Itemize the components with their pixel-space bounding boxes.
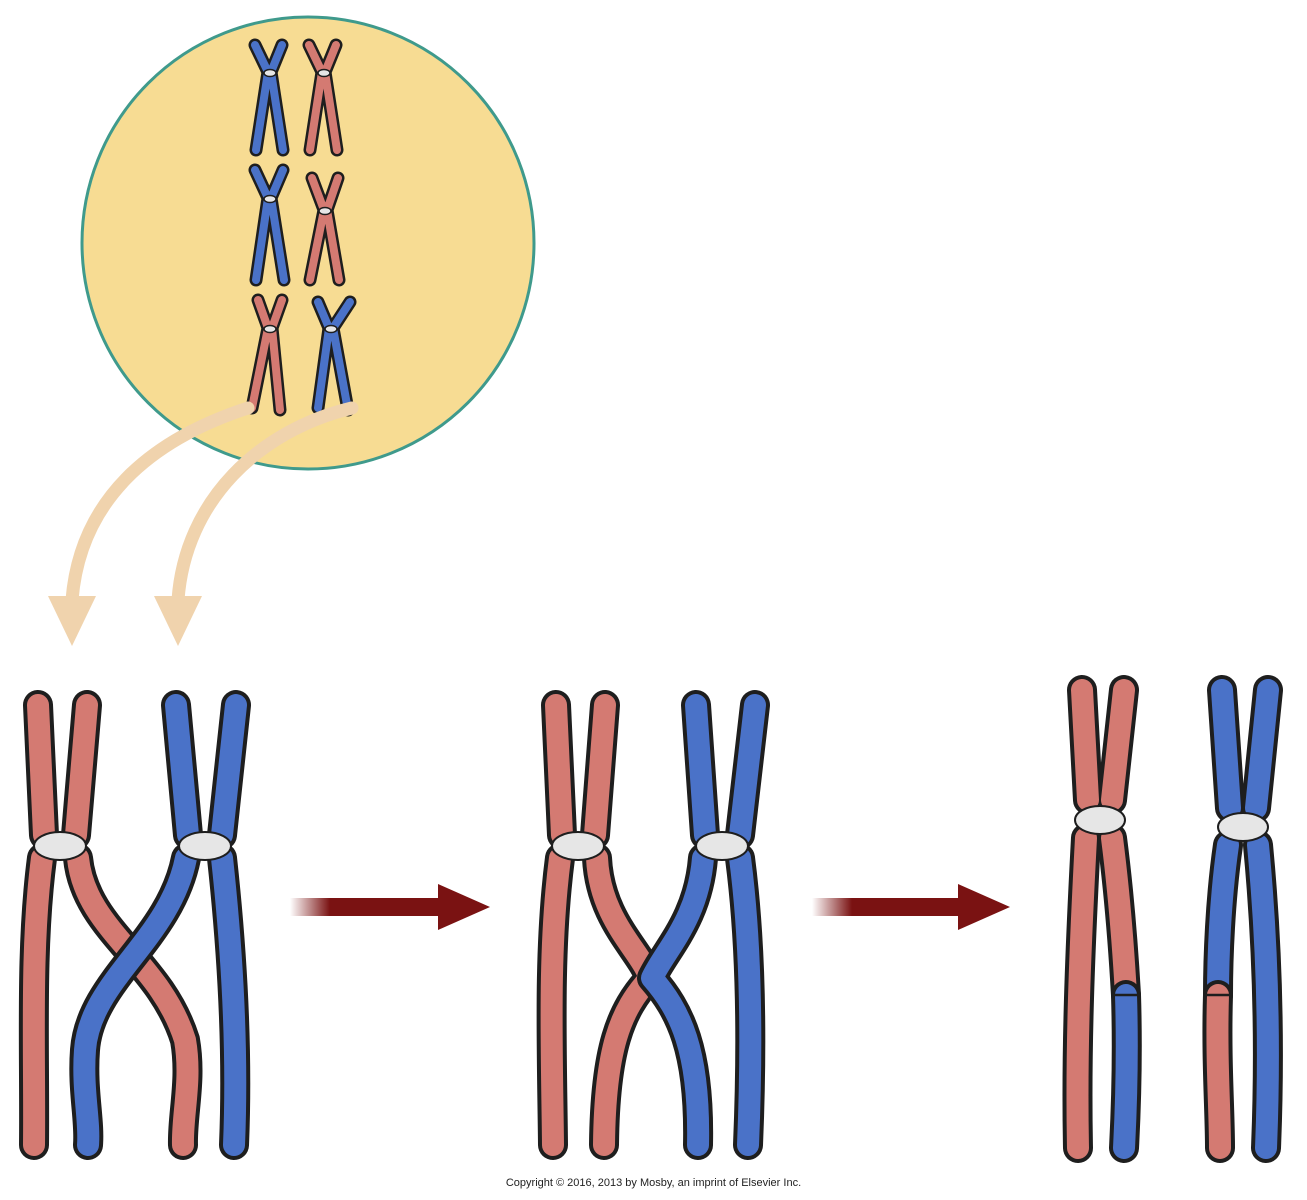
- centromere-blue-2: [695, 831, 749, 861]
- right-arrow-icon: [812, 884, 1010, 930]
- cell-chromosomes: [245, 38, 357, 417]
- blue-recombinant-chromosome: [1202, 675, 1283, 1163]
- copyright-text: Copyright © 2016, 2013 by Mosby, an impr…: [505, 1177, 802, 1189]
- right-arrow-icon: [290, 884, 490, 930]
- stage-3-recombinant: [1062, 675, 1283, 1163]
- curved-arrow-icon: [48, 401, 359, 646]
- red-recombinant-chromosome: [1062, 675, 1142, 1163]
- stage-2-chiasma: [536, 690, 770, 1160]
- blue-chromosome-stage-1: [69, 690, 251, 1160]
- small-chromosome-blue-2: [248, 163, 291, 287]
- small-chromosome-blue-3: [311, 295, 357, 417]
- small-chromosome-blue-1: [248, 38, 290, 157]
- red-chromosome-stage-1: [18, 690, 203, 1160]
- centromere-red-2: [551, 831, 605, 861]
- small-chromosome-red-2: [303, 171, 346, 287]
- blue-chromosome-stage-2: [637, 690, 770, 1160]
- small-chromosome-red-3: [245, 293, 289, 417]
- cell-nucleus-icon: [80, 15, 536, 471]
- centromere-blue-1: [178, 831, 232, 861]
- red-chromosome-stage-2: [536, 690, 665, 1160]
- centromere-red-1: [33, 831, 87, 861]
- centromere-red-3: [1074, 805, 1126, 835]
- small-chromosome-red-1: [302, 38, 344, 157]
- centromere-blue-3: [1217, 812, 1269, 842]
- stage-1-crossing-chromosomes: [18, 690, 251, 1160]
